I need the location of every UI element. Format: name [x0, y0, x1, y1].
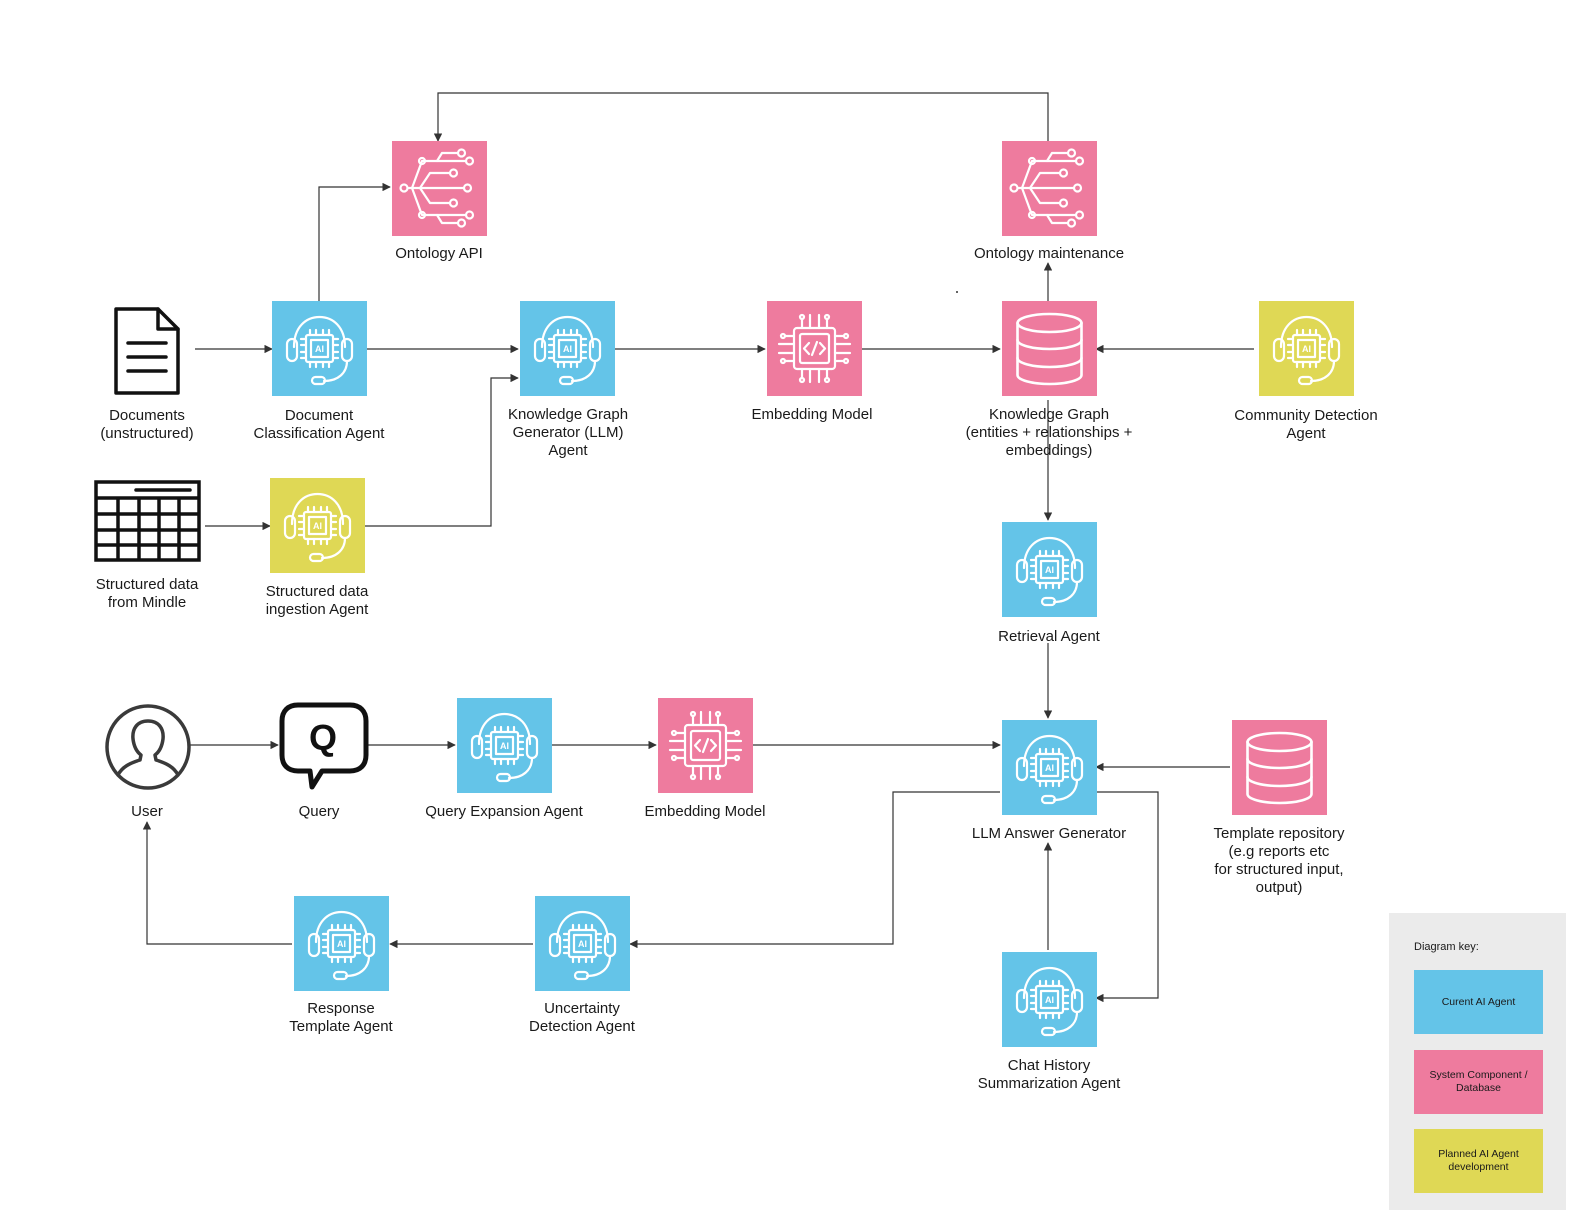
ontology-icon: [392, 141, 487, 236]
knowledge-graph-generator-label: Knowledge Graph Generator (LLM) Agent: [507, 406, 629, 459]
key-current-agent: Curent AI Agent: [1414, 970, 1543, 1034]
user-icon[interactable]: [104, 703, 192, 796]
query-expansion-agent[interactable]: AI: [457, 698, 552, 793]
arrow-ontology-maintenance-to-ontology-api: [433, 92, 1049, 142]
query-bubble-icon[interactable]: Q: [278, 701, 370, 798]
svg-text:AI: AI: [578, 939, 587, 949]
ai-headset-icon: AI: [1002, 720, 1097, 815]
database-icon: [1232, 720, 1327, 815]
ontology-maintenance[interactable]: [1002, 141, 1097, 236]
structured-data-ingestion-label: Structured data ingestion Agent: [265, 583, 369, 618]
community-detection-agent[interactable]: AI: [1259, 301, 1354, 396]
code-chip-icon: [658, 698, 753, 793]
document-classification-agent[interactable]: AI: [272, 301, 367, 396]
structured-data-ingestion-agent[interactable]: AI: [270, 478, 365, 573]
document-classification-agent-label: Document Classification Agent: [253, 407, 385, 442]
diagram-key-title: Diagram key:: [1414, 941, 1479, 953]
document-icon: [112, 305, 182, 402]
svg-text:AI: AI: [500, 741, 509, 751]
svg-text:AI: AI: [337, 939, 346, 949]
arrow-llm-to-chat-history: [1095, 791, 1159, 1003]
svg-text:AI: AI: [1045, 763, 1054, 773]
ai-headset-icon: AI: [1002, 522, 1097, 617]
embedding-model-bottom-label: Embedding Model: [644, 803, 766, 820]
svg-text:AI: AI: [1045, 565, 1054, 575]
svg-text:AI: AI: [315, 344, 324, 354]
chat-history-summarization-label: Chat History Summarization Agent: [977, 1057, 1121, 1092]
template-repository[interactable]: [1232, 720, 1327, 815]
table-icon: [94, 480, 201, 567]
knowledge-graph[interactable]: [1002, 301, 1097, 396]
svg-text:Q: Q: [309, 717, 337, 758]
knowledge-graph-label: Knowledge Graph (entities + relationship…: [965, 406, 1133, 459]
knowledge-graph-generator-agent[interactable]: AI: [520, 301, 615, 396]
uncertainty-detection-agent-label: Uncertainty Detection Agent: [529, 1000, 635, 1035]
ai-headset-icon: AI: [520, 301, 615, 396]
uncertainty-detection-agent[interactable]: AI: [535, 896, 630, 991]
retrieval-agent-label: Retrieval Agent: [998, 628, 1100, 645]
ai-headset-icon: AI: [1259, 301, 1354, 396]
user-label: User: [131, 803, 163, 820]
stray-dot: [956, 291, 958, 293]
embedding-model-top-label: Embedding Model: [751, 406, 873, 423]
code-chip-icon: [767, 301, 862, 396]
query-expansion-agent-label: Query Expansion Agent: [425, 803, 583, 820]
database-icon: [1002, 301, 1097, 396]
embedding-model-top[interactable]: [767, 301, 862, 396]
ontology-api-label: Ontology API: [395, 245, 483, 262]
svg-text:AI: AI: [563, 344, 572, 354]
ai-headset-icon: AI: [535, 896, 630, 991]
ai-headset-icon: AI: [457, 698, 552, 793]
ontology-maintenance-label: Ontology maintenance: [973, 245, 1125, 262]
ontology-icon: [1002, 141, 1097, 236]
arrow-classification-to-ontology-api: [318, 182, 391, 301]
llm-answer-generator-label: LLM Answer Generator: [971, 825, 1127, 842]
query-label: Query: [298, 803, 340, 820]
response-template-agent[interactable]: AI: [294, 896, 389, 991]
embedding-model-bottom[interactable]: [658, 698, 753, 793]
ai-headset-icon: AI: [1002, 952, 1097, 1047]
llm-answer-generator[interactable]: AI: [1002, 720, 1097, 815]
retrieval-agent[interactable]: AI: [1002, 522, 1097, 617]
arrow-response-to-user: [142, 821, 292, 945]
svg-text:AI: AI: [313, 521, 322, 531]
diagram-key: Diagram key: Curent AI Agent System Comp…: [1389, 913, 1566, 1210]
ontology-api[interactable]: [392, 141, 487, 236]
ai-headset-icon: AI: [272, 301, 367, 396]
structured-data-label: Structured data from Mindle: [95, 576, 199, 611]
key-system-component: System Component / Database: [1414, 1050, 1543, 1114]
ai-headset-icon: AI: [294, 896, 389, 991]
svg-text:AI: AI: [1302, 344, 1311, 354]
template-repository-label: Template repository (e.g reports etc for…: [1213, 825, 1345, 896]
community-detection-agent-label: Community Detection Agent: [1234, 407, 1378, 442]
ai-headset-icon: AI: [270, 478, 365, 573]
response-template-agent-label: Response Template Agent: [289, 1000, 393, 1035]
svg-text:AI: AI: [1045, 995, 1054, 1005]
documents-label: Documents (unstructured): [100, 407, 194, 442]
chat-history-summarization-agent[interactable]: AI: [1002, 952, 1097, 1047]
key-planned-agent: Planned AI Agent development: [1414, 1129, 1543, 1193]
